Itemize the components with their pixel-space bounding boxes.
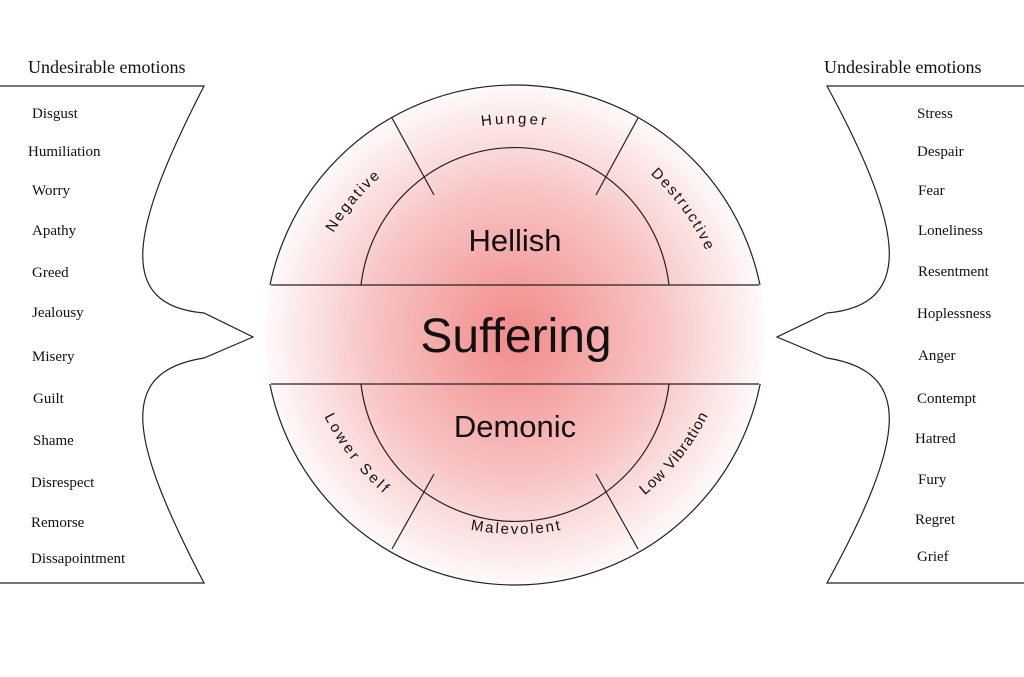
list-item: Humiliation bbox=[28, 144, 101, 160]
suffering-wheel: Suffering Hellish Demonic Negative Hunge… bbox=[265, 84, 765, 586]
list-item: Remorse bbox=[31, 515, 85, 531]
wheel-middle-band bbox=[265, 285, 765, 384]
wheel-upper-cap bbox=[270, 85, 760, 285]
list-item: Dissapointment bbox=[31, 551, 126, 567]
right-emotions-panel: Undesirable emotions Stress Despair Fear… bbox=[775, 57, 1024, 584]
lower-inner-label: Demonic bbox=[454, 409, 576, 444]
upper-inner-label: Hellish bbox=[468, 223, 561, 258]
list-item: Disrespect bbox=[31, 475, 95, 491]
list-item: Jealousy bbox=[32, 305, 84, 321]
list-item: Greed bbox=[32, 265, 69, 281]
segment-label-malevolent: Malevolent bbox=[470, 517, 563, 538]
list-item: Apathy bbox=[32, 223, 77, 239]
list-item: Loneliness bbox=[918, 223, 983, 239]
right-emotions-list: Stress Despair Fear Loneliness Resentmen… bbox=[915, 106, 991, 565]
left-panel-title: Undesirable emotions bbox=[28, 57, 185, 77]
upper-divider-right bbox=[595, 117, 639, 196]
list-item: Fear bbox=[918, 183, 945, 199]
list-item: Stress bbox=[917, 106, 953, 122]
list-item: Hatred bbox=[915, 431, 956, 447]
list-item: Misery bbox=[32, 349, 75, 365]
list-item: Guilt bbox=[33, 391, 65, 407]
upper-outer-arc bbox=[269, 84, 761, 285]
left-emotions-panel: Undesirable emotions Disgust Humiliation… bbox=[0, 57, 255, 584]
lower-outer-arc bbox=[269, 384, 761, 586]
right-bracket-shape bbox=[775, 85, 1024, 584]
wheel-lower-cap bbox=[269, 384, 761, 585]
list-item: Grief bbox=[917, 549, 949, 565]
list-item: Anger bbox=[918, 348, 956, 364]
lower-divider-left bbox=[391, 473, 435, 550]
right-panel-title: Undesirable emotions bbox=[824, 57, 981, 77]
list-item: Despair bbox=[917, 144, 964, 160]
segment-label-hunger: Hunger bbox=[480, 111, 550, 130]
lower-divider-right bbox=[595, 473, 639, 550]
left-emotions-list: Disgust Humiliation Worry Apathy Greed J… bbox=[28, 106, 126, 567]
list-item: Fury bbox=[918, 472, 947, 488]
upper-divider-left bbox=[391, 117, 435, 196]
list-item: Worry bbox=[32, 183, 70, 199]
lower-inner-arc bbox=[360, 383, 670, 523]
list-item: Shame bbox=[33, 433, 74, 449]
center-label: Suffering bbox=[420, 310, 611, 363]
list-item: Contempt bbox=[917, 391, 977, 407]
list-item: Disgust bbox=[32, 106, 79, 122]
left-bracket-shape bbox=[0, 85, 255, 584]
upper-inner-arc bbox=[360, 146, 670, 286]
list-item: Regret bbox=[915, 512, 956, 528]
list-item: Resentment bbox=[918, 264, 990, 280]
list-item: Hoplessness bbox=[917, 306, 991, 322]
